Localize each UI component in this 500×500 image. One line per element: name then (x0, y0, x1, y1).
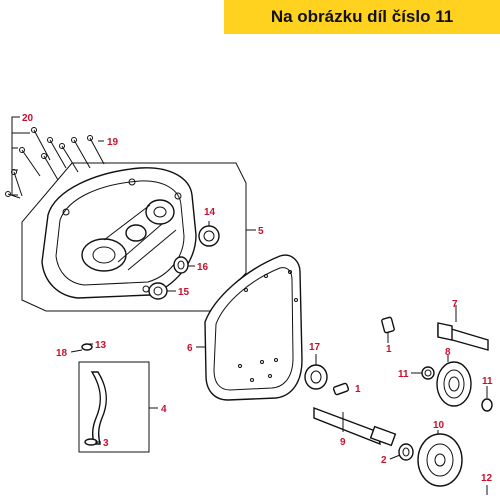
label-11-right: 11 (482, 376, 493, 387)
label-1-upper: 1 (386, 344, 392, 355)
label-6: 6 (187, 343, 193, 354)
gasket (196, 254, 303, 401)
label-10: 10 (433, 420, 445, 431)
label-9: 9 (340, 437, 346, 448)
label-2: 2 (381, 455, 387, 466)
callout-labels: 20 19 14 5 16 15 6 13 18 4 3 17 1 1 7 8 … (22, 113, 493, 484)
label-8: 8 (445, 347, 451, 358)
label-5: 5 (258, 226, 264, 237)
label-13: 13 (95, 340, 107, 351)
label-11-left: 11 (398, 369, 409, 380)
label-14: 14 (204, 207, 216, 218)
label-7: 7 (452, 299, 458, 310)
label-12: 12 (481, 473, 493, 484)
label-16: 16 (197, 262, 209, 273)
label-18: 18 (56, 348, 68, 359)
cover-assembly (21, 162, 256, 312)
part-number-banner: Na obrázku díl číslo 11 (224, 0, 500, 34)
label-17: 17 (309, 342, 321, 353)
label-19: 19 (107, 137, 119, 148)
label-3: 3 (103, 438, 109, 449)
banner-text: Na obrázku díl číslo 11 (270, 7, 454, 26)
transmission-parts (304, 305, 493, 495)
left-small-parts (70, 343, 158, 453)
label-4: 4 (161, 404, 167, 415)
label-15: 15 (178, 287, 190, 298)
label-20: 20 (22, 113, 34, 124)
label-1-lower: 1 (355, 384, 361, 395)
